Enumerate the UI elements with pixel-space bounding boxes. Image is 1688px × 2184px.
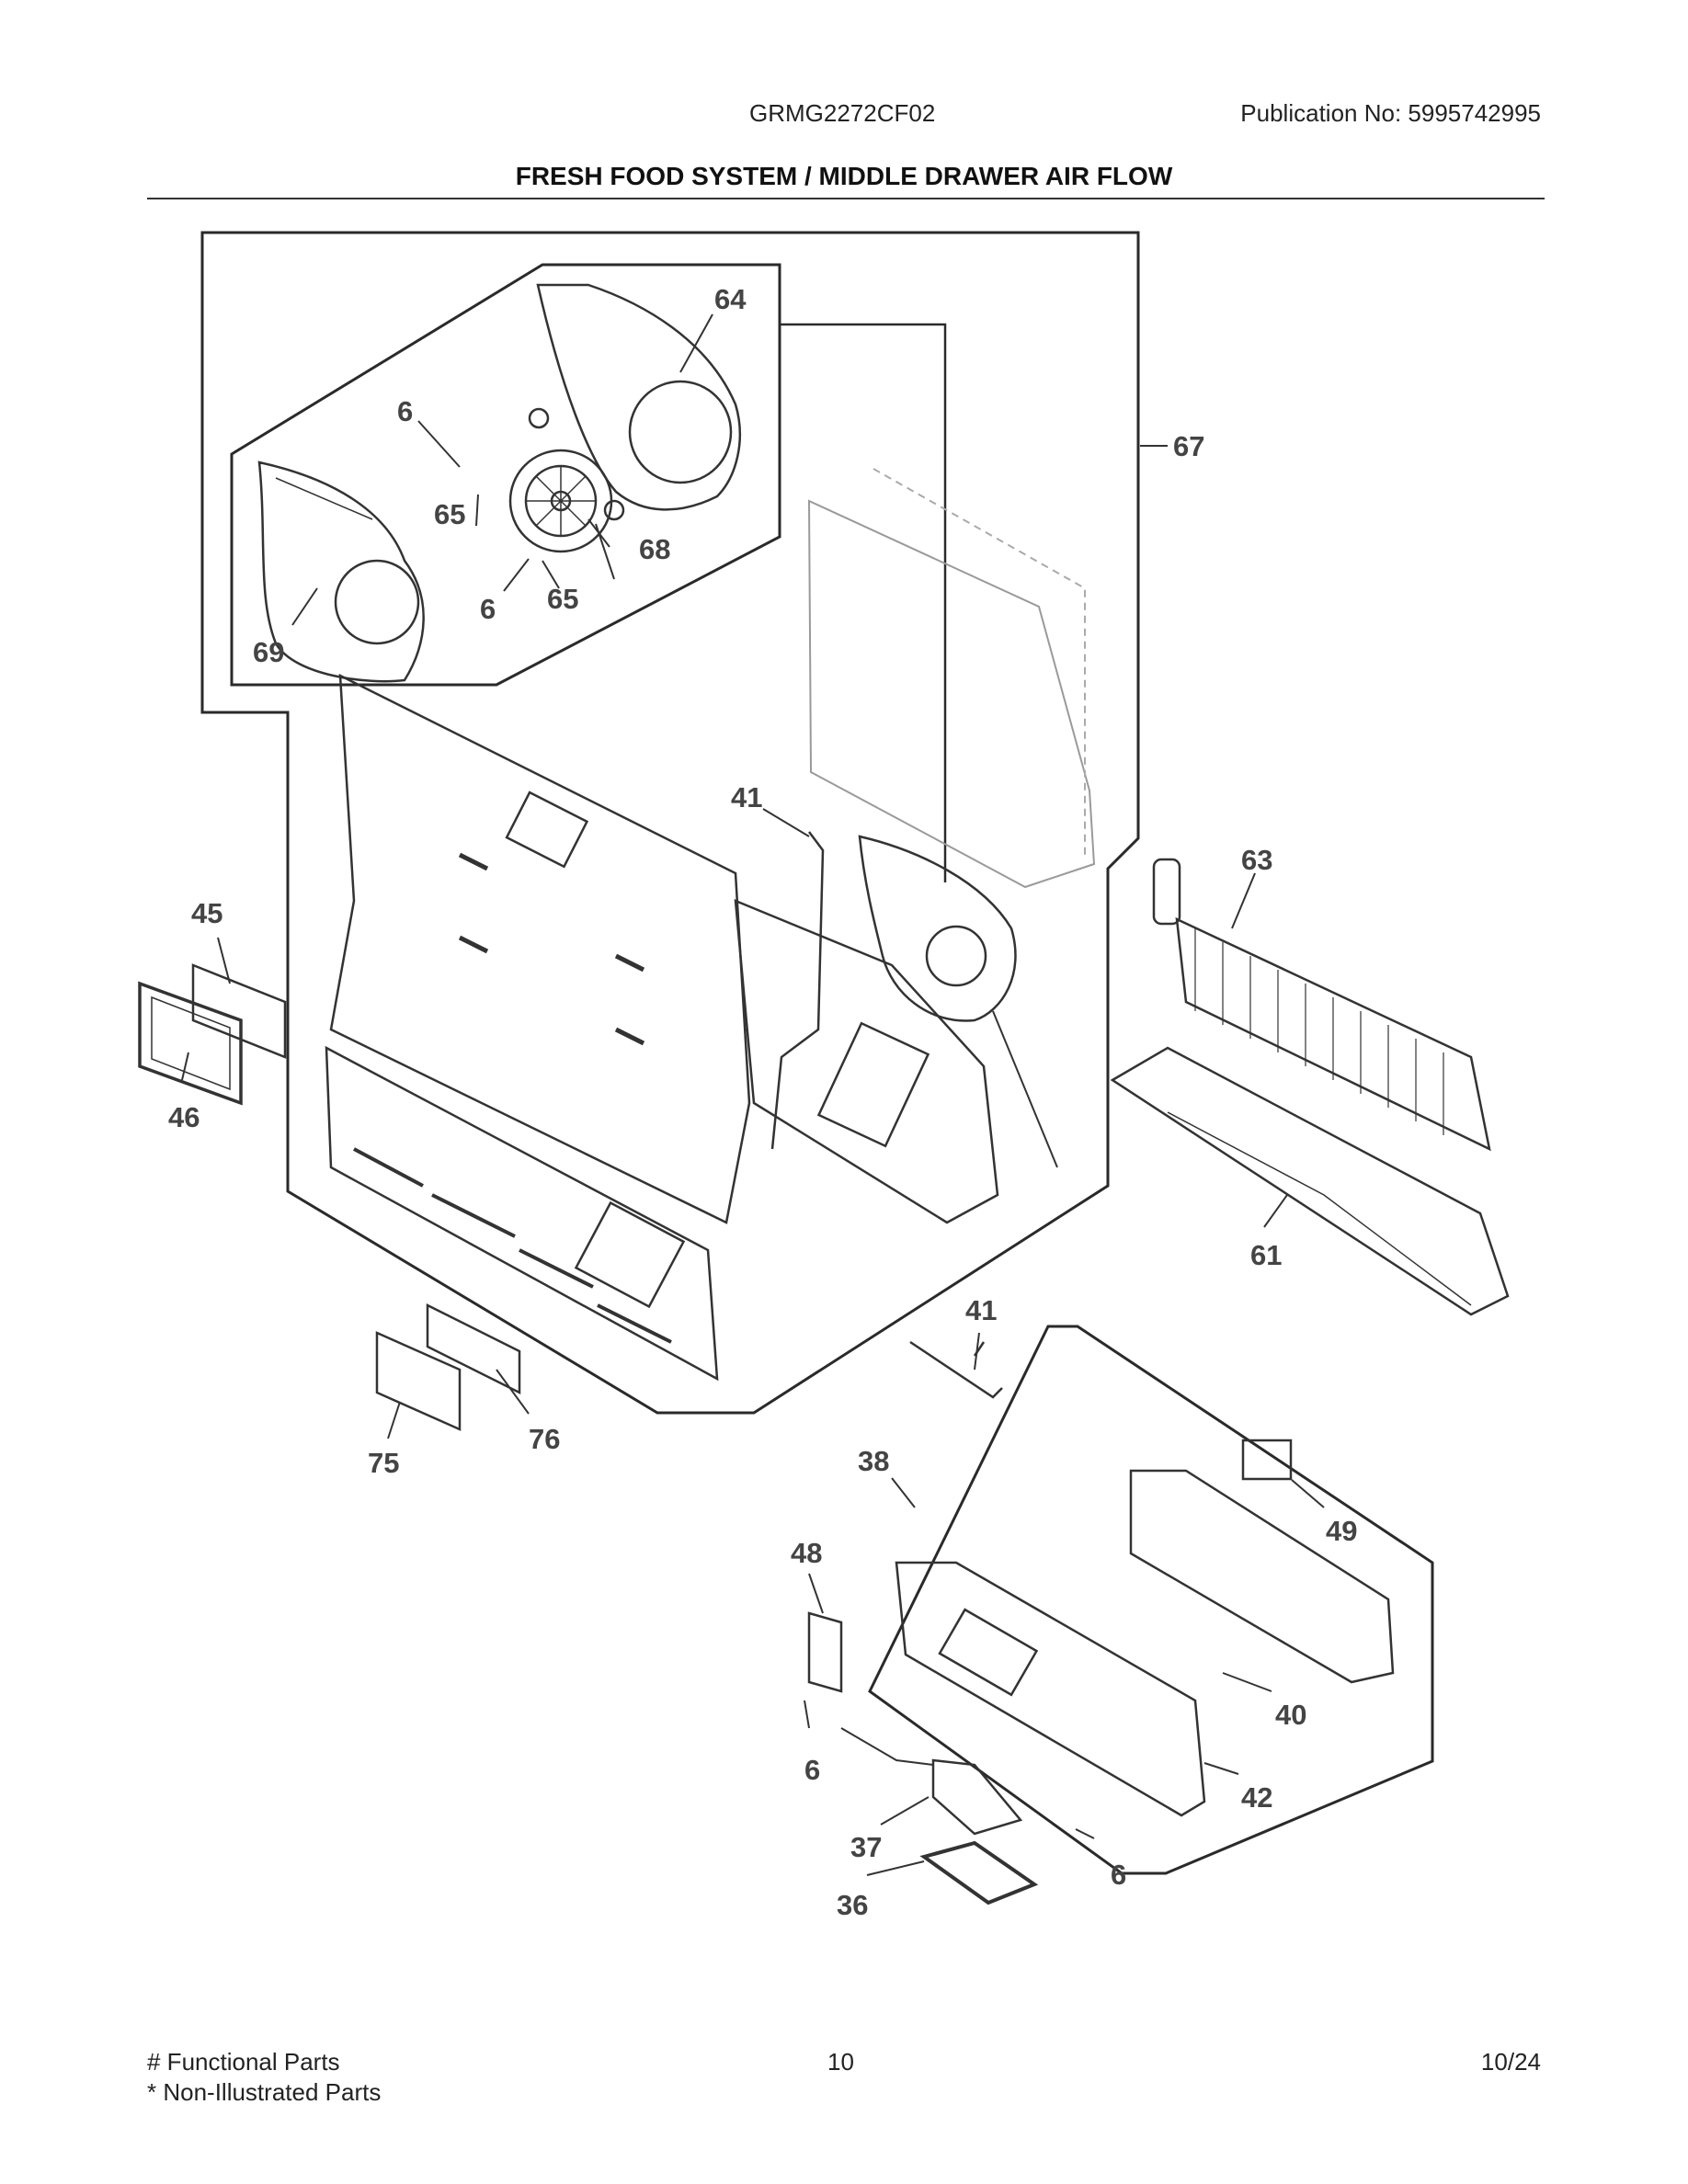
middle-fan-assembly xyxy=(858,835,1058,1168)
callout-65: 65 xyxy=(547,583,578,615)
callout-61: 61 xyxy=(1250,1239,1282,1271)
callout-75: 75 xyxy=(368,1447,399,1479)
thermistor-41-lower xyxy=(909,1340,1003,1399)
drain-pan-61 xyxy=(1110,1046,1510,1316)
callout-64: 64 xyxy=(714,283,747,315)
callout-38: 38 xyxy=(858,1445,889,1477)
callout-65: 65 xyxy=(434,498,465,530)
inset-link-line xyxy=(780,323,947,882)
functional-parts-note: # Functional Parts xyxy=(147,2048,340,2076)
fresh-food-duct-cover xyxy=(329,673,751,1224)
callout-76: 76 xyxy=(529,1423,560,1455)
page-title: FRESH FOOD SYSTEM / MIDDLE DRAWER AIR FL… xyxy=(515,162,1173,190)
callout-48: 48 xyxy=(791,1537,822,1569)
non-illustrated-parts-note: * Non-Illustrated Parts xyxy=(147,2078,382,2106)
evaporator-63 xyxy=(1152,858,1491,1152)
publication-number: Publication No: 5995742995 xyxy=(1240,99,1541,127)
callout-69: 69 xyxy=(253,636,284,668)
main-assembly-boundary xyxy=(200,231,1140,1415)
board-48 xyxy=(807,1611,843,1693)
callout-49: 49 xyxy=(1326,1515,1357,1547)
light-housing-37-36 xyxy=(840,1727,1039,1905)
fan-housing-69 xyxy=(257,461,425,683)
callout-45: 45 xyxy=(191,897,222,929)
air-filter-45-46 xyxy=(138,963,287,1106)
callout-63: 63 xyxy=(1241,844,1272,876)
control-box-boundary xyxy=(868,1325,1434,1875)
callout-6: 6 xyxy=(480,593,496,625)
callout-6: 6 xyxy=(397,395,413,427)
callout-41: 41 xyxy=(965,1294,997,1326)
lower-air-duct xyxy=(325,1045,719,1382)
callout-36: 36 xyxy=(837,1889,868,1921)
callout-41: 41 xyxy=(731,781,762,813)
control-cover-40 xyxy=(1129,1439,1395,1684)
thermistor-41-upper xyxy=(770,831,825,1150)
page-number: 10 xyxy=(827,2048,854,2076)
callout-68: 68 xyxy=(639,533,670,565)
rear-air-duct-panel xyxy=(807,468,1096,889)
callout-6: 6 xyxy=(804,1754,820,1786)
fan-motor-68 xyxy=(508,407,625,580)
fan-inset-boundary xyxy=(230,263,781,687)
title-divider xyxy=(147,198,1545,199)
fan-cover-64 xyxy=(536,283,742,511)
control-housing-42 xyxy=(895,1561,1206,1817)
side-duct xyxy=(734,899,999,1224)
callout-46: 46 xyxy=(168,1101,200,1133)
callout-42: 42 xyxy=(1241,1781,1272,1814)
drawer-vent-75-76 xyxy=(375,1302,521,1431)
callout-40: 40 xyxy=(1275,1699,1306,1731)
callout-37: 37 xyxy=(850,1831,882,1863)
revision-date: 10/24 xyxy=(1480,2048,1541,2076)
leader-lines xyxy=(181,313,1325,1876)
callout-6: 6 xyxy=(1111,1859,1126,1891)
callout-67: 67 xyxy=(1173,430,1204,462)
model-number: GRMG2272CF02 xyxy=(749,99,936,127)
